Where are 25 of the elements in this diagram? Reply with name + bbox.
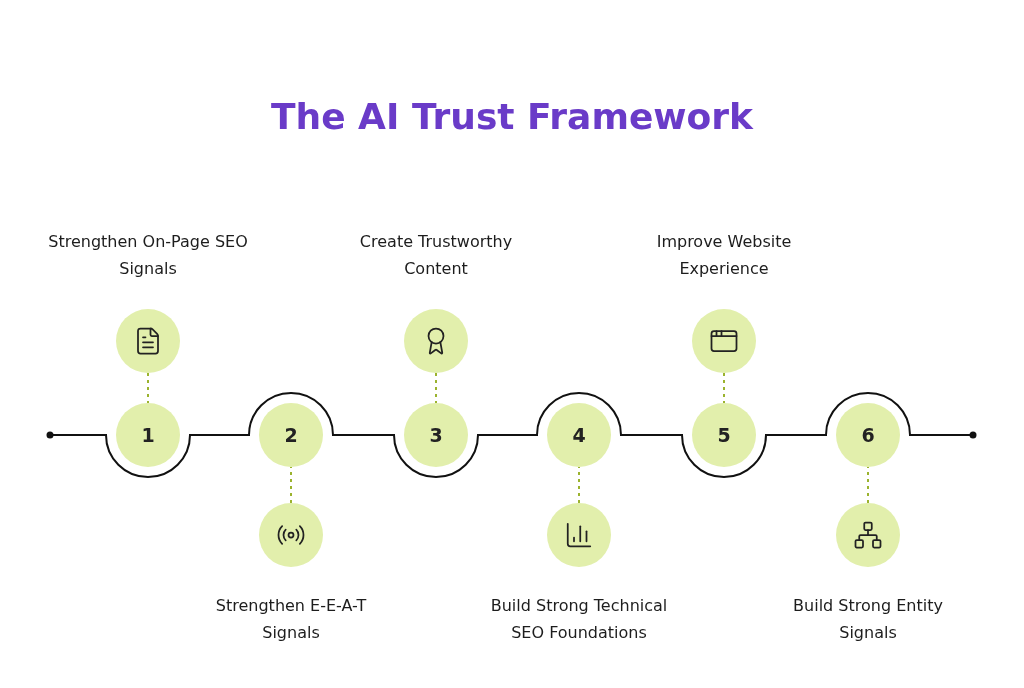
number-circle [547,403,611,467]
step-number: 3 [429,424,443,446]
dotted-connector [147,372,149,404]
number-circle [116,403,180,467]
step-number: 2 [284,424,298,446]
step-number: 1 [141,424,155,446]
dotted-connector [578,466,580,504]
number-circle [259,403,323,467]
title: The AI Trust Framework [270,96,755,137]
dotted-connector [723,372,725,404]
step-title: Create Trustworthy Content [358,231,514,280]
step-number: 6 [861,424,875,446]
step-title: Strengthen On-Page SEO Signals [48,231,248,280]
dotted-connector [435,372,437,404]
step-number: 4 [572,424,586,446]
number-circle [404,403,468,467]
dotted-connector [867,466,869,504]
step-title: Build Strong Technical SEO Foundations [489,595,669,644]
number-circle [836,403,900,467]
step-title: Strengthen E-E-A-T Signals [214,595,368,644]
number-circle [692,403,756,467]
dotted-connector [290,466,292,504]
step-number: 5 [717,424,731,446]
step-title: Build Strong Entity Signals [792,595,944,644]
step-title: Improve Website Experience [655,231,793,280]
